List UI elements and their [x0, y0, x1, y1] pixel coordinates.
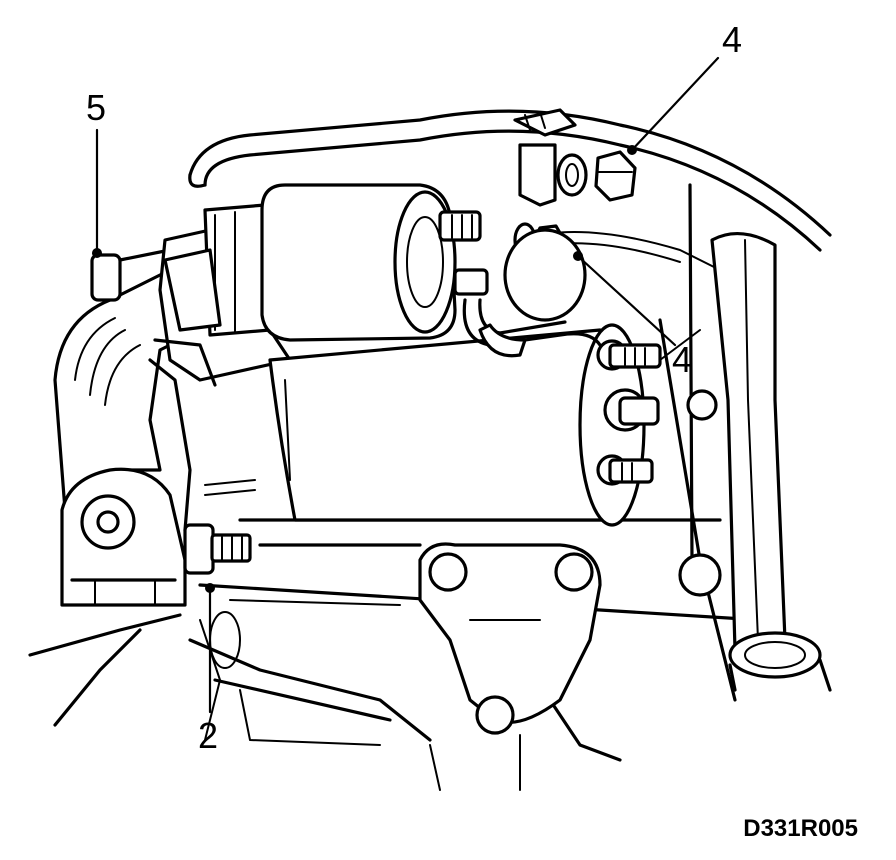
- mounting-bracket: [418, 542, 602, 735]
- callout-leaders: [92, 56, 720, 714]
- terminal-hardware: [503, 143, 637, 322]
- hose: [710, 231, 832, 692]
- engine-background: [28, 183, 762, 791]
- lower-mounting-bolt: [183, 523, 252, 575]
- callout-5: 5: [86, 87, 106, 128]
- cables: [188, 108, 832, 358]
- callout-4-middle: 4: [672, 339, 692, 380]
- callout-2: 2: [198, 715, 218, 756]
- starter-motor: [148, 203, 662, 532]
- flywheel-housing: [53, 248, 202, 607]
- callout-4-top: 4: [722, 19, 742, 60]
- figure-code: D331R005: [743, 815, 858, 842]
- solenoid: [260, 183, 489, 342]
